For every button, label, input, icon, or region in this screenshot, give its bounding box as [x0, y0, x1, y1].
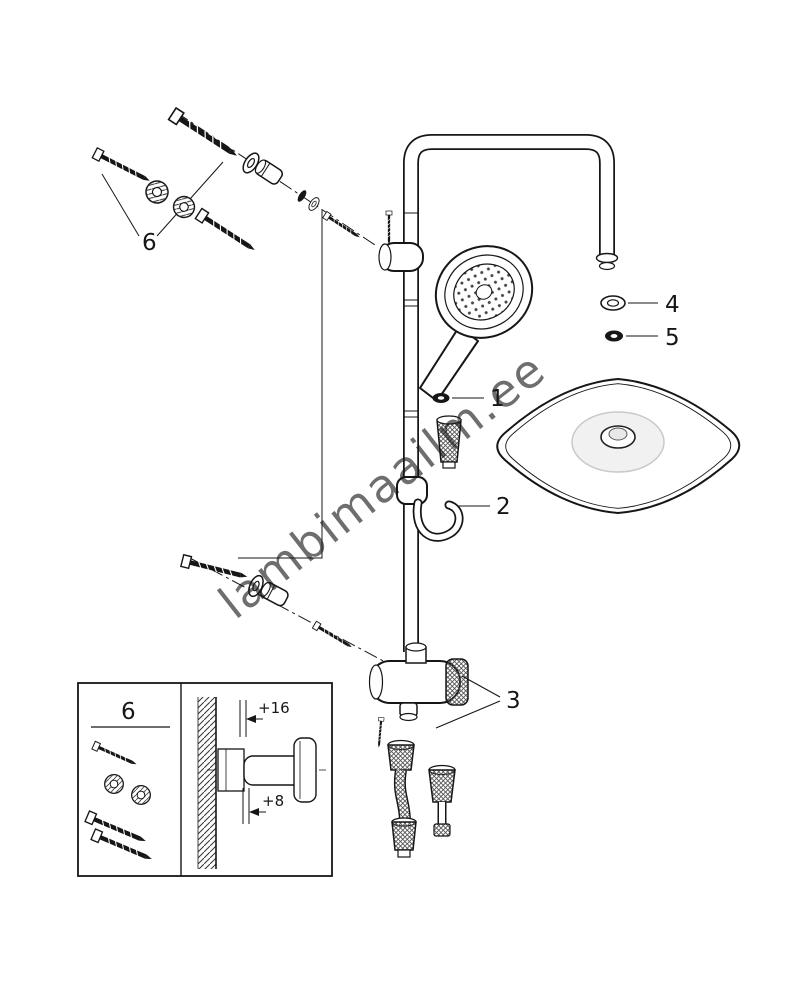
small-screw-icon	[321, 210, 364, 242]
hardware-link-line	[238, 210, 323, 559]
axis-line-mid-hardware	[187, 556, 405, 673]
wall-hatch	[198, 697, 216, 869]
riser-and-gooseneck-pipe	[403, 134, 619, 652]
screw-icon	[169, 108, 241, 162]
callout-label-5: 5	[665, 325, 680, 351]
plate-inner-line	[505, 383, 732, 509]
grommet-icon	[104, 774, 124, 794]
pipe-seams	[404, 212, 418, 418]
diverter-bottom-mouth	[399, 712, 418, 722]
spacer-bead-icon	[297, 190, 307, 202]
fitting-cone-nut	[428, 769, 456, 803]
wall-section: +16 +8	[197, 697, 326, 869]
bracket-screw-icon	[384, 209, 394, 246]
callout-label-1: 1	[490, 386, 505, 412]
dim-plus16: +16	[258, 699, 290, 717]
callout-label-2: 2	[496, 494, 511, 520]
seal-part5-hole	[610, 334, 618, 338]
arm-end-flange	[595, 252, 619, 264]
diverter-left-cap	[368, 664, 384, 700]
shower-hoses	[387, 739, 456, 858]
diverter-knob	[445, 658, 469, 706]
dim-arrow-top	[246, 715, 256, 723]
washer-part4-hole	[606, 299, 620, 307]
diverter-body	[368, 642, 469, 749]
hose-washer-hole	[437, 396, 445, 400]
arm-end-collar	[598, 261, 616, 271]
callout-label-6: 6	[142, 230, 157, 256]
callouts: 1 2 3 4 5 6	[142, 230, 680, 729]
dim-arrow-bottom	[249, 808, 259, 816]
grommet-icon	[141, 176, 173, 208]
arm-washers	[600, 295, 626, 342]
grommet-icon	[131, 785, 151, 805]
diverter-screw-icon	[375, 716, 386, 749]
detail-box: 6 +16 +8	[77, 682, 333, 877]
leader-3b	[435, 700, 501, 729]
hand-shower	[419, 245, 534, 469]
axis-line-top-hardware	[175, 111, 379, 248]
fitting-end-cap	[433, 823, 451, 837]
hand-shower-head	[434, 245, 534, 339]
hardware-set-top	[92, 108, 364, 256]
small-washer-icon	[306, 195, 322, 213]
in-wall-fitting	[217, 748, 245, 792]
slider-holder	[396, 476, 464, 542]
leader-3a	[461, 675, 501, 698]
callout-label-4: 4	[665, 292, 680, 318]
dim-plus8: +8	[262, 792, 284, 810]
leader-6-left	[101, 173, 140, 237]
pipe-clamp	[293, 737, 317, 803]
small-screw-icon	[310, 619, 356, 652]
overhead-shower-plate	[496, 377, 741, 515]
screw-icon	[195, 209, 258, 256]
detail-box-label: 6	[121, 699, 136, 725]
watermark: lambimaailm.ee	[208, 341, 555, 629]
diverter-top-mouth	[405, 642, 427, 652]
plate-center-cap	[608, 427, 628, 441]
hose-nut-bottom	[391, 821, 417, 851]
top-wall-bracket	[378, 209, 424, 272]
hose-nut	[436, 415, 462, 469]
callout-label-3: 3	[506, 688, 521, 714]
hose-braid	[395, 769, 410, 823]
screw-icon	[92, 148, 152, 186]
hose-nut-top	[387, 744, 415, 771]
